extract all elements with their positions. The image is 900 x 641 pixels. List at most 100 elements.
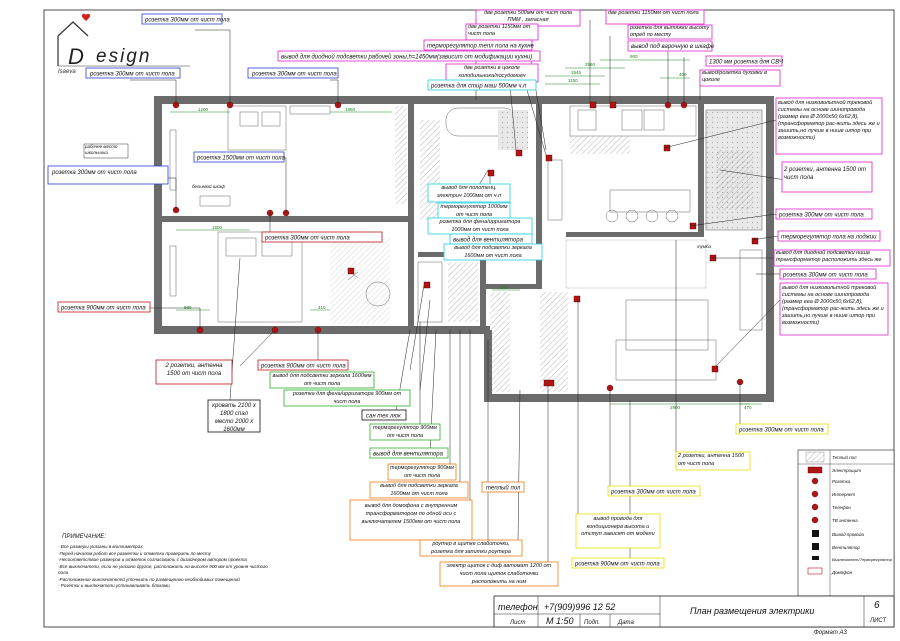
label-text: розетка 300мм от чист пола bbox=[51, 170, 137, 176]
label-text: 2 розетки, антенна 1500 от чист пола bbox=[678, 453, 745, 467]
phone-number: +7(909)996 12 52 bbox=[544, 602, 615, 612]
wire-output-icon bbox=[751, 237, 759, 245]
label-text: вывод для домофона с внутренним трансфор… bbox=[361, 503, 461, 525]
label-text: сан тех люк bbox=[366, 414, 402, 420]
dim-label: 1200 bbox=[198, 107, 209, 112]
label-text: 2 розетки, антенна 1500 от чист пола bbox=[784, 167, 867, 181]
socket-icon bbox=[811, 477, 819, 485]
logo-word: esign bbox=[96, 46, 151, 67]
tv-antenna-icon bbox=[811, 516, 819, 524]
label-text: вывод для диодной подсветки рабочей зоны… bbox=[281, 54, 532, 61]
sheet-number: 6 bbox=[874, 600, 880, 611]
label-text: вывод для диодной подсветки ниша трансфо… bbox=[776, 250, 882, 263]
label-text: вывод для подсветки зеркала 1600мм от чи… bbox=[272, 373, 372, 387]
legend-item: Телефон bbox=[832, 505, 851, 510]
internet-icon bbox=[811, 490, 819, 498]
label-text: вывод для подсветки зеркала 1600мм от чи… bbox=[380, 483, 458, 497]
label-text: две розетки в цоколе холодильника/посудо… bbox=[458, 65, 526, 79]
dim-label: 1545 bbox=[571, 70, 582, 75]
label-text: розетка 300мм от чист пола bbox=[782, 273, 868, 279]
label-text: две розетки 1150мм от чист пола bbox=[468, 24, 531, 37]
wire-output-icon bbox=[609, 101, 617, 109]
floor-plan bbox=[154, 96, 774, 402]
label-text: терморегулятор тепл пола на кухне bbox=[427, 44, 535, 50]
dim-label: 1500 bbox=[212, 225, 223, 230]
heart-icon bbox=[81, 13, 91, 21]
legend-item: Вентилятор bbox=[832, 545, 860, 550]
notes-lines: - Все размеры указаны в миллиметрах -Пер… bbox=[58, 544, 268, 588]
phone-icon bbox=[811, 503, 819, 511]
label-text: вывод/розетка духовки в цоколе bbox=[702, 70, 768, 83]
label-text: розетка для вытяжки высоту опред по мест… bbox=[630, 25, 710, 38]
wire-output-icon bbox=[589, 101, 597, 109]
label-text: розетка для фена/ирригатора 1000мм от чи… bbox=[439, 219, 521, 233]
dim-label: 410 bbox=[318, 305, 326, 310]
labels: розетка 300мм от чист пола розетка 300мм… bbox=[47, 9, 891, 587]
legend-item: Домофон bbox=[831, 570, 853, 575]
format-label: Формат А3 bbox=[814, 630, 847, 636]
sheet-label: Лист bbox=[509, 620, 525, 626]
phone-label: телефон bbox=[498, 602, 538, 612]
label-text: розетка 300мм от чист пола bbox=[89, 72, 175, 78]
label-text: розетка 300мм от чист пола bbox=[778, 213, 864, 219]
legend-item: ТВ антенна bbox=[832, 518, 858, 523]
label-text: розетка 300мм от чист пола bbox=[251, 72, 337, 78]
label-text: розетка 900мм от чист пола bbox=[260, 364, 346, 370]
legend-item: Интернет bbox=[832, 492, 855, 497]
dim-label: 1250 bbox=[498, 285, 509, 290]
label-text: тумба bbox=[697, 244, 712, 249]
drawing-title: План размещения электрики bbox=[690, 606, 814, 616]
electrical-panel-icon bbox=[807, 466, 823, 474]
dim-label: 2560 bbox=[585, 62, 596, 67]
label-text: розетка 300мм от чист пола bbox=[264, 236, 350, 242]
label-text: терморегулятор пола на лоджии bbox=[781, 235, 877, 241]
title-block: телефон +7(909)996 12 52 Лист М 1:50 Под… bbox=[493, 595, 895, 636]
legend-item: Выключатель/Терморегулятор bbox=[832, 557, 893, 562]
label-text: розетка для фена/ирригатора 900мм от чис… bbox=[292, 391, 402, 405]
label-text: вывод под варочную в шкафе bbox=[631, 44, 715, 50]
label-text: кровать 2100 х 1800 спал место 2000 х 16… bbox=[212, 403, 256, 432]
scale: М 1:50 bbox=[546, 616, 574, 626]
fan-icon bbox=[812, 543, 819, 550]
wire-output-icon bbox=[711, 365, 719, 373]
label-text: рабочее место школьника bbox=[85, 144, 118, 155]
label-text: теплый пол bbox=[486, 485, 521, 492]
wire-output-icon bbox=[812, 530, 819, 537]
label-text: терморегулятор 900мм от чист пола bbox=[390, 465, 454, 479]
legend-item: Розетка bbox=[832, 479, 851, 484]
sheet-frame bbox=[43, 9, 895, 628]
legend-title: Теплый пол bbox=[832, 454, 857, 460]
notes-block: ПРИМЕЧАНИЕ: - Все размеры указаны в милл… bbox=[58, 534, 268, 588]
label-text: розетка для стир маш 500мм ч.п bbox=[430, 84, 527, 90]
label-text: вывод провода для кондиционера высота и … bbox=[581, 516, 655, 537]
label-text: бельевой шкаф bbox=[192, 184, 225, 189]
logo-letter: D bbox=[68, 44, 84, 69]
label-text: розетка 300мм от чист пола bbox=[610, 490, 696, 496]
label-text: розетка 900мм от чист пола bbox=[574, 562, 660, 568]
label-text: две розетки 1150мм от чист пола bbox=[608, 10, 699, 16]
label-text: розетка 300мм от чист пола bbox=[738, 428, 824, 434]
wire-output-icon bbox=[545, 154, 553, 162]
electrical-panel-icon bbox=[543, 379, 555, 387]
wire-output-icon bbox=[573, 295, 581, 303]
dimension-lines: 1200 1890 2560 1545 1150 900 400 1500 98… bbox=[170, 54, 762, 410]
wire-output-icon bbox=[347, 267, 355, 275]
label-text: роутер в щитке слаботочки, розетка для з… bbox=[431, 541, 511, 555]
notes-title: ПРИМЕЧАНИЕ: bbox=[62, 534, 106, 540]
intercom-icon bbox=[807, 567, 823, 575]
label-text: электр щиток с диф автомат 1200 от чист … bbox=[446, 563, 552, 585]
label-text: 1300 мм розетка для СВЧ bbox=[709, 60, 784, 66]
label-text: розетка 300мм от чист пола bbox=[144, 18, 230, 24]
label-text: две розетки 500мм от чист пола ПММ , зап… bbox=[484, 10, 572, 23]
label-text: вывод для полотенц. электрич 1000мм от ч… bbox=[436, 185, 502, 199]
dim-label: 1890 bbox=[345, 107, 356, 112]
legend: Теплый пол Электрощит Розетка Интернет Т… bbox=[797, 449, 895, 597]
wire-output-icon bbox=[515, 149, 523, 157]
date-label: Дата bbox=[617, 620, 634, 626]
switch-icon bbox=[812, 556, 819, 560]
sign-label: Подп. bbox=[584, 620, 600, 626]
label-text: терморегулятор 900мм от чист пола bbox=[373, 425, 437, 439]
label-text: 2 розетки, антенна 1500 от чист пола bbox=[165, 363, 223, 377]
